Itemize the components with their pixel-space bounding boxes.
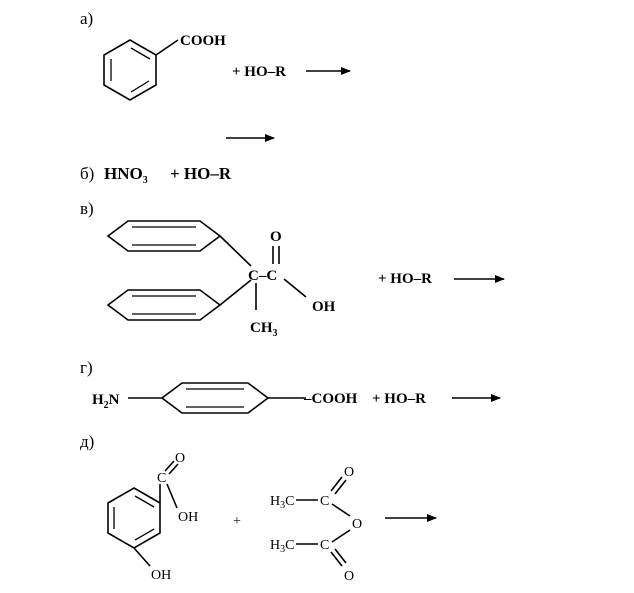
phenol-oh: OH [151,568,171,583]
bond-ring-phenol [133,547,151,567]
label-g: г) [80,358,93,377]
benzene-ring-icon [103,39,157,101]
reagent-a: + HO–R [232,64,286,80]
reaction-d: д) C O OH OH + H3C C O O H3C C O [80,432,437,584]
reaction-a: а) COOH + HO–R [80,9,351,101]
bond-c-oh [166,483,178,509]
nitric-acid: HNO3 [104,164,148,186]
anhydride-c-top: C [320,494,329,509]
anh-top-double-2 [334,479,347,495]
methyl-top: H3C [270,494,294,511]
benzene-ring-para-icon [160,382,270,414]
anhydride-c-bottom: C [320,538,329,553]
hydroxyl: OH [312,299,336,315]
carbonyl-o: O [270,229,282,245]
bond-top-ring [219,235,252,267]
label-d: д) [80,432,94,451]
benzene-ring-top-icon [106,220,222,252]
benzene-ring-bottom-icon [106,289,222,321]
methyl-group: CH3 [250,320,278,339]
co-double-1 [164,460,175,472]
methyl-bottom: H3C [270,538,294,555]
reagent-g: + HO–R [372,391,426,407]
anh-bottom-double-1 [330,551,343,567]
reagent-v: + HO–R [378,271,432,287]
bond-bottom-ring [219,279,252,306]
reaction-g: г) H2N –COOH + HO–R [80,358,501,414]
label-v: в) [80,199,94,218]
cooh-group-g: –COOH [303,391,358,407]
reagent-b: + HO–R [170,164,232,183]
carboxyl-oh: OH [178,510,198,525]
anhydride-o-top: O [344,465,354,480]
benzene-ring-salicylic-icon [107,487,161,549]
co-double-2 [168,463,179,475]
carboxyl-o: O [175,451,185,466]
anh-bottom-double-2 [334,548,347,564]
bond-bridge-bottom [331,529,351,543]
label-b: б) [80,164,94,183]
bond-bridge-top [331,503,351,517]
bridge-o: O [352,517,362,532]
anh-top-double-1 [330,476,343,492]
reaction-b: б) HNO3 + HO–R [80,134,275,186]
carboxyl-c: C [157,471,166,486]
bond-ring-cooh [155,39,179,56]
amino-group: H2N [92,392,120,411]
bond-oh [283,278,307,298]
cooh-group: COOH [180,33,226,49]
anhydride-o-bottom: O [344,569,354,584]
label-a: а) [80,9,93,28]
reaction-v: в) O C–C OH CH3 + HO–R [80,199,505,339]
carbon-chain: C–C [248,268,277,284]
plus-sign: + [233,514,241,529]
